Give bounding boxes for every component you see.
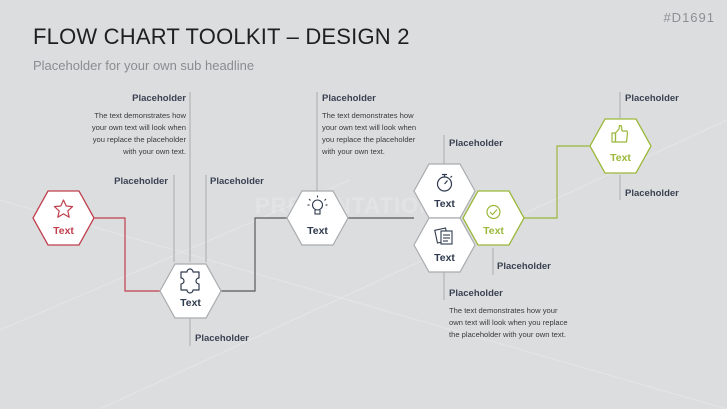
lightbulb-icon (307, 195, 328, 215)
document-id: #D1691 (663, 10, 715, 25)
callout-10-title: Placeholder (625, 188, 679, 199)
hex-notes-label: Text (434, 252, 455, 264)
callout-1-line-2: your own text will look when (92, 123, 186, 132)
hex-notes[interactable]: Text (413, 217, 476, 273)
callout-8: Placeholder The text demonstrates how yo… (449, 288, 568, 339)
hex-bulb[interactable]: Text (286, 190, 349, 246)
callout-2-title: Placeholder (114, 176, 168, 187)
callout-5-title: Placeholder (322, 93, 376, 104)
callout-1-line-1: The text demonstrates how (94, 111, 186, 120)
callout-1-title: Placeholder (132, 93, 186, 104)
callout-9-title: Placeholder (625, 93, 679, 104)
hex-bulb-label: Text (307, 225, 328, 237)
hex-star-label: Text (53, 225, 74, 237)
puzzle-icon (180, 268, 200, 294)
callout-1-line-4: with your own text. (122, 147, 186, 156)
page-subtitle: Placeholder for your own sub headline (33, 58, 255, 73)
page-title: FLOW CHART TOOLKIT – DESIGN 2 (33, 24, 410, 49)
callout-1: Placeholder The text demonstrates how yo… (92, 93, 187, 156)
callout-8-line-3: the placeholder with your own text. (449, 330, 566, 339)
callout-5-line-4: with your own text. (321, 147, 385, 156)
connector-check-thumbs (524, 145, 590, 219)
hex-thumbs-label: Text (610, 152, 631, 164)
callout-8-title: Placeholder (449, 288, 503, 299)
hex-check-label: Text (483, 225, 504, 237)
hex-stopwatch-label: Text (434, 198, 455, 210)
check-icon (486, 204, 501, 220)
stopwatch-icon (436, 173, 453, 192)
thumbs-up-icon (611, 124, 629, 143)
callout-5-line-1: The text demonstrates how (322, 111, 414, 120)
star-icon (53, 199, 74, 218)
notes-icon (434, 227, 453, 245)
callout-5: Placeholder The text demonstrates how yo… (321, 93, 416, 156)
callout-7-title: Placeholder (497, 261, 551, 272)
callout-4-title: Placeholder (195, 333, 249, 344)
callout-5-line-3: you replace the placeholder (322, 135, 416, 144)
connector-star-puzzle (94, 217, 160, 292)
callout-6-title: Placeholder (449, 138, 503, 149)
hex-puzzle[interactable]: Text (159, 263, 222, 319)
hex-star[interactable]: Text (32, 190, 95, 246)
connector-puzzle-bulb (221, 217, 287, 292)
hex-thumbs[interactable]: Text (589, 118, 652, 174)
callout-3-title: Placeholder (210, 176, 264, 187)
callout-8-line-2: own text will look when you replace (449, 318, 568, 327)
callout-8-line-1: The text demonstrates how your (449, 306, 558, 315)
hex-check[interactable]: Text (462, 190, 525, 246)
hex-puzzle-label: Text (180, 297, 201, 309)
hex-stopwatch[interactable]: Text (413, 163, 476, 219)
leader-lines (173, 92, 621, 346)
callout-1-line-3: you replace the placeholder (93, 135, 187, 144)
callout-5-line-2: your own text will look when (322, 123, 416, 132)
